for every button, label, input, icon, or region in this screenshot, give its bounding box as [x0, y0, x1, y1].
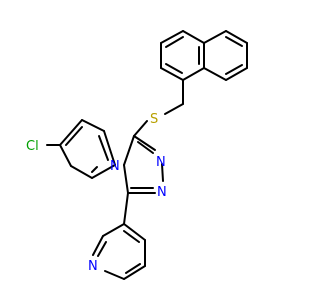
- bond: [91, 164, 116, 179]
- double-bond: [91, 166, 98, 173]
- bond: [133, 135, 156, 151]
- double-bond: [225, 36, 243, 47]
- sulfur-atom-label: S: [150, 112, 158, 127]
- bond: [164, 103, 184, 115]
- bond: [133, 120, 148, 137]
- double-bond: [165, 63, 183, 74]
- double-bond: [123, 230, 140, 243]
- double-bond: [97, 241, 107, 257]
- bond: [225, 67, 248, 81]
- double-bond: [165, 36, 184, 48]
- bond: [203, 30, 227, 44]
- triazole-ring: [123, 135, 164, 194]
- pyridine-ring: [92, 223, 146, 280]
- molecule-structure: Cl S N N N N: [26, 30, 248, 280]
- bond: [59, 144, 72, 167]
- bond: [161, 163, 164, 182]
- bond: [103, 130, 116, 166]
- pyridine-n-label: N: [88, 259, 98, 274]
- double-bond: [65, 126, 83, 146]
- bond: [81, 119, 105, 132]
- triazole-n1-label: N: [156, 155, 166, 170]
- naphthalene-ring: [160, 30, 248, 81]
- bond: [182, 67, 205, 81]
- bond: [160, 67, 184, 81]
- chlorine-atom-label: Cl: [26, 139, 39, 154]
- bond: [123, 135, 135, 166]
- double-bond: [98, 135, 109, 161]
- bond: [123, 164, 129, 194]
- bond: [203, 67, 227, 81]
- double-bond: [225, 64, 243, 75]
- bond: [123, 192, 129, 225]
- bond: [123, 223, 146, 241]
- bond: [225, 30, 248, 44]
- triazole-n2-label: N: [157, 185, 167, 200]
- triazole-n4-label: N: [110, 159, 120, 174]
- bond: [182, 30, 205, 44]
- bond: [104, 270, 125, 280]
- bond: [59, 119, 83, 146]
- bond: [70, 165, 93, 179]
- double-bond: [125, 263, 141, 274]
- bond: [123, 265, 146, 280]
- bond: [92, 235, 104, 256]
- chlorophenyl-ring: [46, 119, 116, 179]
- bond: [160, 30, 184, 44]
- bond: [102, 223, 125, 237]
- double-bond: [137, 141, 154, 154]
